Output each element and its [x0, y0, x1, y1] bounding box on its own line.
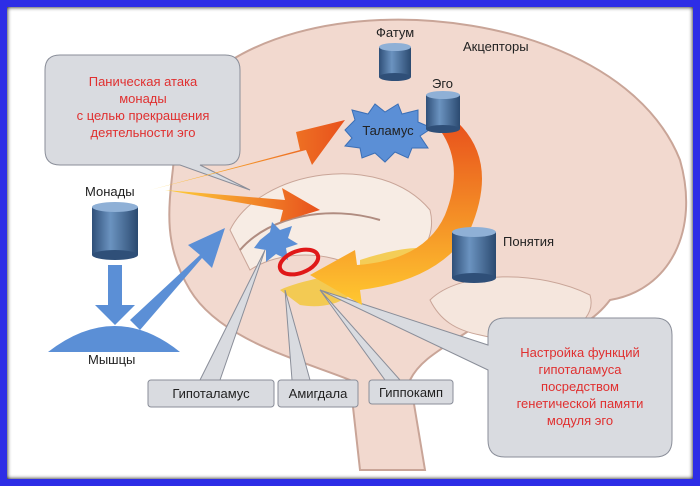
blue-arrows: [48, 228, 225, 352]
cylinder-monads: [92, 202, 138, 260]
callout-panic-line: деятельности эго: [91, 125, 196, 140]
arrow-to-thalamus: [150, 120, 345, 190]
hypothalamus-box: Гипоталамус: [147, 379, 275, 408]
callout-tuning-line: генетической памяти: [517, 396, 644, 411]
concepts-label: Понятия: [503, 234, 554, 249]
acceptors-label: Акцепторы: [463, 39, 529, 54]
callout-tuning-line: посредством: [541, 379, 619, 394]
callout-panic: Паническая атака монады с целью прекраще…: [44, 54, 251, 191]
monads-label: Монады: [85, 184, 135, 199]
thalamus-label: Таламус: [362, 123, 414, 138]
cylinder-ego: [426, 91, 460, 133]
ego-label: Эго: [432, 76, 453, 91]
cylinder-fatum: [379, 43, 411, 81]
callout-tuning-line: Настройка функций: [520, 345, 640, 360]
amygdala-label: Амигдала: [289, 386, 348, 401]
muscles-shape: [48, 326, 180, 352]
callout-panic-line: с целью прекращения: [77, 108, 210, 123]
callout-tuning: Настройка функций гипоталамуса посредств…: [319, 289, 673, 458]
callout-panic-line: монады: [119, 91, 167, 106]
hippocampus-label: Гиппокамп: [379, 385, 443, 400]
hypothalamus-label: Гипоталамус: [172, 386, 250, 401]
arrow-up-right: [130, 228, 225, 330]
hypothalamus-star: [254, 222, 298, 262]
target-ring: [277, 247, 321, 277]
hippocampus-box: Гиппокамп: [368, 379, 454, 405]
arrow-to-center: [165, 188, 320, 222]
callout-panic-line: Паническая атака: [89, 74, 198, 89]
fatum-label: Фатум: [376, 25, 414, 40]
thalamus-star: Таламус: [344, 103, 434, 163]
callout-tuning-line: гипоталамуса: [538, 362, 622, 377]
arrow-down: [95, 265, 135, 325]
muscles-label: Мышцы: [88, 352, 135, 367]
amygdala-box: Амигдала: [277, 379, 359, 408]
orange-arrows: [150, 120, 482, 305]
cylinder-concepts: [452, 227, 496, 283]
arrow-ego-loop: [310, 120, 482, 305]
callout-tuning-line: модуля эго: [547, 413, 613, 428]
